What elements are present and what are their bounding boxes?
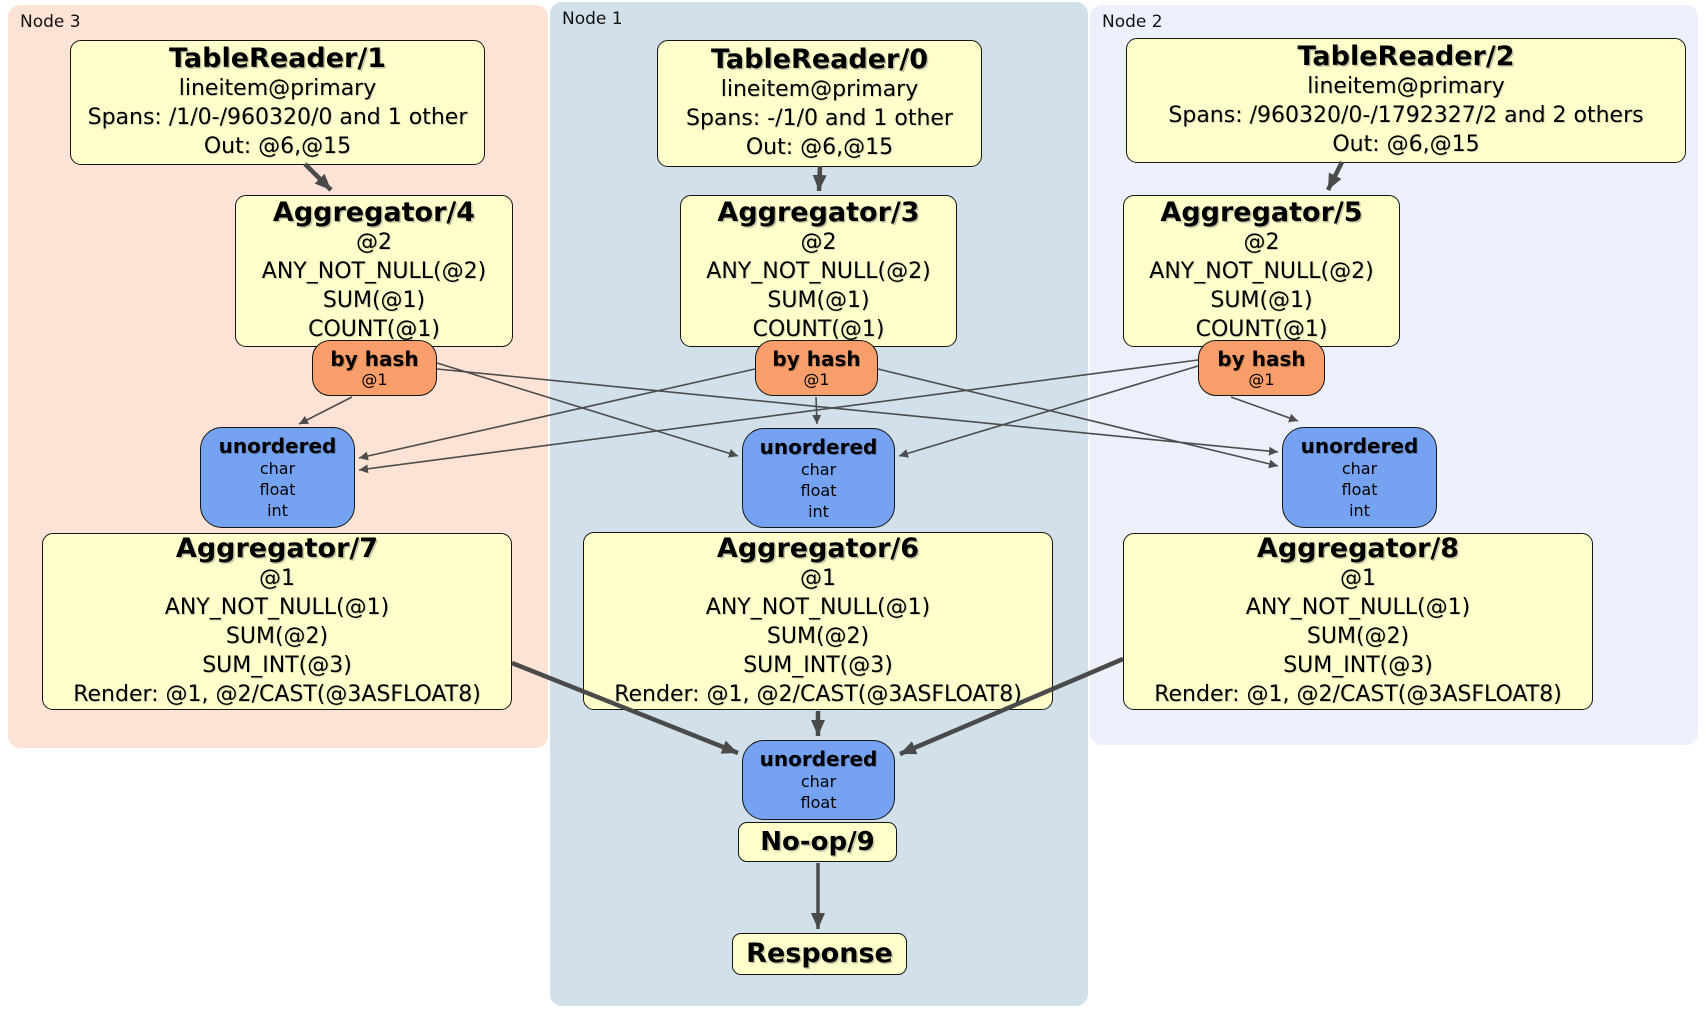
router-detail: @1 <box>803 369 830 389</box>
processor-title: TableReader/0 <box>711 44 928 75</box>
processor-detail-line: lineitem@primary <box>178 76 377 101</box>
processor-title: Aggregator/8 <box>1256 533 1460 564</box>
processor-detail-line: COUNT(@1) <box>1195 317 1328 342</box>
router-detail: @1 <box>1248 369 1275 389</box>
node-label: Node 2 <box>1102 12 1163 32</box>
aggregator-7-box: Aggregator/7 @1 ANY_NOT_NULL(@1) SUM(@2)… <box>42 533 512 710</box>
processor-detail-line: @2 <box>356 230 392 255</box>
unordered-sync-left: unordered char float int <box>200 427 355 528</box>
processor-detail-line: SUM(@1) <box>1210 288 1313 313</box>
sync-title: unordered <box>759 747 878 771</box>
processor-detail-line: ANY_NOT_NULL(@2) <box>261 259 487 284</box>
processor-title: Response <box>746 938 893 969</box>
sync-title: unordered <box>218 434 337 458</box>
hash-router-right: by hash @1 <box>1198 340 1325 396</box>
processor-detail-line: ANY_NOT_NULL(@1) <box>705 594 931 620</box>
processor-title: No-op/9 <box>760 827 875 857</box>
processor-detail-line: @2 <box>800 230 837 255</box>
processor-detail-line: SUM_INT(@3) <box>202 653 352 678</box>
processor-detail-line: lineitem@primary <box>1307 74 1505 99</box>
processor-title: Aggregator/6 <box>716 532 920 564</box>
aggregator-4-box: Aggregator/4 @2 ANY_NOT_NULL(@2) SUM(@1)… <box>235 195 513 347</box>
processor-detail-line: Spans: /960320/0-/1792327/2 and 2 others <box>1168 103 1644 128</box>
hash-router-left: by hash @1 <box>312 340 437 396</box>
processor-detail-line: lineitem@primary <box>720 77 919 102</box>
node-label: Node 1 <box>562 9 623 29</box>
processor-detail-line: SUM(@2) <box>766 623 870 649</box>
sync-item: char <box>1341 459 1378 478</box>
router-detail: @1 <box>361 369 388 389</box>
aggregator-8-box: Aggregator/8 @1 ANY_NOT_NULL(@1) SUM(@2)… <box>1123 533 1593 710</box>
sync-item: char <box>259 459 296 478</box>
processor-title: Aggregator/3 <box>717 197 920 228</box>
processor-title: TableReader/2 <box>1297 41 1515 72</box>
processor-detail-line: SUM(@2) <box>225 624 329 649</box>
unordered-sync-right: unordered char float int <box>1282 427 1437 528</box>
processor-title: Aggregator/4 <box>272 197 476 228</box>
response-box: Response <box>732 933 907 975</box>
sync-item: int <box>267 501 288 520</box>
processor-detail-line: Out: @6,@15 <box>745 135 894 160</box>
processor-detail-line: Spans: /1/0-/960320/0 and 1 other <box>87 105 468 130</box>
sync-item: int <box>808 501 829 521</box>
processor-title: TableReader/1 <box>169 43 386 74</box>
processor-detail-line: ANY_NOT_NULL(@1) <box>164 595 390 620</box>
tablereader-0-box: TableReader/0 lineitem@primary Spans: -/… <box>657 40 982 167</box>
processor-detail-line: COUNT(@1) <box>308 317 440 342</box>
processor-detail-line: SUM(@1) <box>322 288 426 313</box>
processor-title: Aggregator/5 <box>1160 197 1363 228</box>
processor-detail-line: Out: @6,@15 <box>1332 132 1480 157</box>
node-label: Node 3 <box>20 12 81 32</box>
aggregator-5-box: Aggregator/5 @2 ANY_NOT_NULL(@2) SUM(@1)… <box>1123 195 1400 347</box>
sync-item: float <box>1341 480 1378 499</box>
hash-router-center: by hash @1 <box>755 340 878 396</box>
tablereader-2-box: TableReader/2 lineitem@primary Spans: /9… <box>1126 38 1686 163</box>
sync-item: int <box>1349 501 1370 520</box>
processor-detail-line: SUM_INT(@3) <box>1283 653 1433 678</box>
aggregator-3-box: Aggregator/3 @2 ANY_NOT_NULL(@2) SUM(@1)… <box>680 195 957 347</box>
unordered-sync-center: unordered char float int <box>742 428 895 528</box>
unordered-sync-final: unordered char float <box>742 740 895 820</box>
processor-title: Aggregator/7 <box>175 533 379 564</box>
processor-detail-line: Render: @1, @2/CAST(@3ASFLOAT8) <box>73 682 481 707</box>
sync-item: float <box>800 793 837 812</box>
sync-item: float <box>800 480 837 500</box>
processor-detail-line: SUM(@1) <box>767 288 870 313</box>
processor-detail-line: @1 <box>800 565 836 591</box>
tablereader-1-box: TableReader/1 lineitem@primary Spans: /1… <box>70 40 485 165</box>
processor-detail-line: SUM(@2) <box>1306 624 1410 649</box>
sync-item: char <box>800 459 837 479</box>
router-title: by hash <box>772 346 861 371</box>
processor-detail-line: ANY_NOT_NULL(@1) <box>1245 595 1471 620</box>
processor-detail-line: @1 <box>1340 566 1376 591</box>
router-title: by hash <box>1217 346 1306 371</box>
processor-detail-line: SUM_INT(@3) <box>743 652 893 678</box>
processor-detail-line: Render: @1, @2/CAST(@3ASFLOAT8) <box>614 681 1022 707</box>
processor-detail-line: ANY_NOT_NULL(@2) <box>1149 259 1374 284</box>
sync-item: char <box>800 772 837 791</box>
processor-detail-line: @2 <box>1243 230 1280 255</box>
router-title: by hash <box>330 346 419 371</box>
sync-title: unordered <box>759 434 878 459</box>
processor-detail-line: ANY_NOT_NULL(@2) <box>706 259 931 284</box>
processor-detail-line: @1 <box>259 566 295 591</box>
sync-title: unordered <box>1300 434 1419 458</box>
aggregator-6-box: Aggregator/6 @1 ANY_NOT_NULL(@1) SUM(@2)… <box>583 532 1053 710</box>
processor-detail-line: COUNT(@1) <box>752 317 885 342</box>
processor-detail-line: Spans: -/1/0 and 1 other <box>686 106 953 131</box>
processor-detail-line: Out: @6,@15 <box>203 134 352 159</box>
processor-detail-line: Render: @1, @2/CAST(@3ASFLOAT8) <box>1154 682 1562 707</box>
noop-9-box: No-op/9 <box>738 822 897 862</box>
sync-item: float <box>259 480 296 499</box>
